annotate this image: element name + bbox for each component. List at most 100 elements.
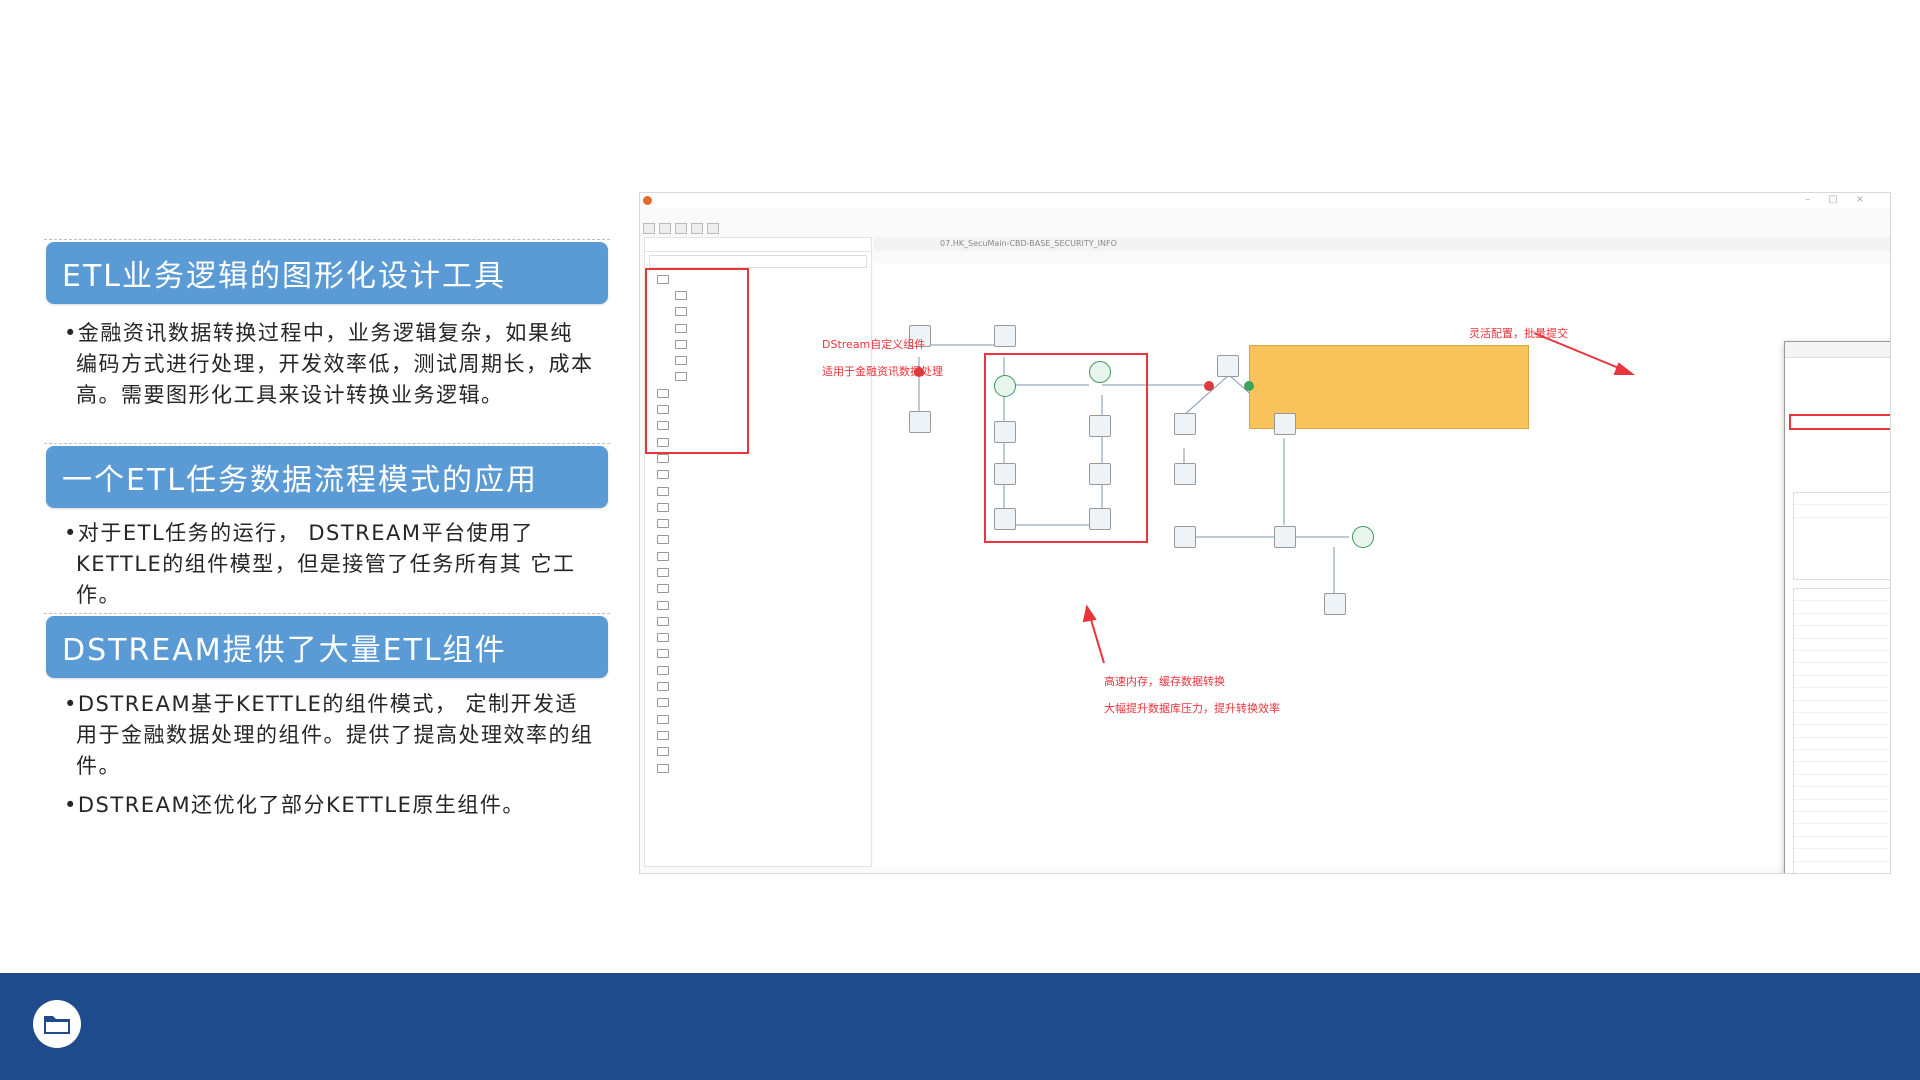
tree-search [649, 255, 867, 268]
annotation-custom-components-sub: 适用于金融资讯数据处理 [822, 365, 943, 378]
dialog-field [1793, 360, 1890, 372]
flow-step-icon [1089, 463, 1111, 485]
folder-icon [657, 600, 669, 610]
section-2-title-text: 一个ETL任务数据流程模式的应用 [62, 463, 538, 498]
tree-folder [645, 597, 871, 613]
section-1-title-text: ETL业务逻辑的图形化设计工具 [62, 259, 506, 294]
grid-row [1794, 738, 1890, 751]
section-3-title: DSTREAM提供了大量ETL组件 [44, 613, 610, 678]
section-1-bullet: •金融资讯数据转换过程中，业务逻辑复杂，如果纯编码方式进行处理，开发效率低，测试… [64, 321, 594, 407]
tree-folder [645, 678, 871, 694]
flow-step-icon [1274, 413, 1296, 435]
batch-size-highlight [1789, 414, 1890, 430]
menu-bar [640, 209, 1890, 221]
folder-icon [657, 519, 669, 529]
tree-folder [645, 450, 871, 466]
component-icon [675, 290, 687, 300]
grid-row [1794, 701, 1890, 713]
field-label [1793, 430, 1890, 442]
folder-icon [657, 453, 669, 463]
flow-step-icon [1174, 463, 1196, 485]
folder-icon [657, 584, 669, 594]
grid-row [1794, 775, 1890, 788]
toolbar-button [707, 223, 719, 234]
tree-item [645, 320, 871, 336]
field-label [1793, 360, 1890, 372]
key-grid [1793, 492, 1890, 580]
flow-step-icon [1324, 593, 1346, 615]
folder-icon [657, 405, 669, 415]
tree-folder [645, 760, 871, 776]
field-label [1793, 388, 1890, 400]
field-label [1793, 444, 1890, 456]
dialog-field [1793, 444, 1890, 456]
flow-step-icon [994, 325, 1016, 347]
folder-icon [657, 470, 669, 480]
grid-row [1794, 639, 1890, 651]
section-2-title: 一个ETL任务数据流程模式的应用 [44, 443, 610, 508]
flow-canvas: DStream自定义组件 适用于金融资讯数据处理 灵活配置，批量提交 高速内存，… [822, 263, 1890, 873]
section-3-bullet-2: •DSTREAM还优化了部分KETTLE原生组件。 [64, 793, 525, 817]
field-label [1793, 374, 1890, 386]
field-label [1793, 402, 1890, 414]
dialog-field [1793, 374, 1890, 386]
flow-step-icon [1352, 526, 1374, 548]
folder-icon [657, 551, 669, 561]
dialog-titlebar [1785, 342, 1890, 358]
dialog-field [1793, 430, 1890, 442]
folder-icon [657, 698, 669, 708]
tree-folder [645, 613, 871, 629]
section-1-body: •金融资讯数据转换过程中，业务逻辑复杂，如果纯编码方式进行处理，开发效率低，测试… [64, 318, 594, 411]
section-3-title-text: DSTREAM提供了大量ETL组件 [62, 633, 507, 668]
window-titlebar: –□× [640, 193, 1890, 209]
footer-bar [0, 973, 1920, 1080]
grid-row [1794, 626, 1890, 639]
flow-step-icon [1217, 355, 1239, 377]
section-3-body: •DSTREAM基于KETTLE的组件模式， 定制开发适用于金融数据处理的组件。… [64, 689, 594, 821]
folder-icon [657, 665, 669, 675]
tree-folder [645, 564, 871, 580]
grid-row [1794, 601, 1890, 614]
tree-folder [645, 695, 871, 711]
grid-row [1794, 614, 1890, 627]
canvas-tabs: 07.HK_SecuMain-CBD-BASE_SECURITY_INFO [874, 237, 1890, 251]
section-1-title: ETL业务逻辑的图形化设计工具 [44, 239, 610, 304]
grid-row [1794, 824, 1890, 837]
tree-item [645, 352, 871, 368]
grid-row [1794, 750, 1890, 763]
tree-folder [645, 548, 871, 564]
tree-folder [645, 711, 871, 727]
tree-folder [645, 434, 871, 450]
tree-item [645, 287, 871, 303]
flow-step-icon [1089, 415, 1111, 437]
tree-folder [645, 532, 871, 548]
grid-row [1794, 713, 1890, 726]
dialog-field [1793, 402, 1890, 414]
section-2-body: •对于ETL任务的运行， DSTREAM平台使用了KETTLE的组件模型，但是接… [64, 518, 594, 611]
toolbar-button [675, 223, 687, 234]
grid-row [1794, 762, 1890, 775]
component-tree [644, 237, 872, 867]
flow-step-icon [1089, 508, 1111, 530]
folder-icon [657, 616, 669, 626]
folder-icon [657, 502, 669, 512]
tree-folder [645, 499, 871, 515]
tree-item [645, 369, 871, 385]
flow-step-icon [994, 508, 1016, 530]
folder-icon [657, 714, 669, 724]
tree-folder [645, 630, 871, 646]
folder-icon [657, 535, 669, 545]
error-icon [1204, 381, 1214, 391]
redis-step-icon [994, 375, 1016, 397]
tree-item [645, 336, 871, 352]
insert-update-dialog [1784, 341, 1890, 873]
tree-folder [645, 581, 871, 597]
component-icon [675, 323, 687, 333]
grid-row [1794, 651, 1890, 664]
tree-folder [645, 401, 871, 417]
flow-connectors [918, 344, 1349, 593]
flow-step-icon [909, 411, 931, 433]
footer-badge [33, 1000, 81, 1048]
field-label [1793, 458, 1890, 470]
